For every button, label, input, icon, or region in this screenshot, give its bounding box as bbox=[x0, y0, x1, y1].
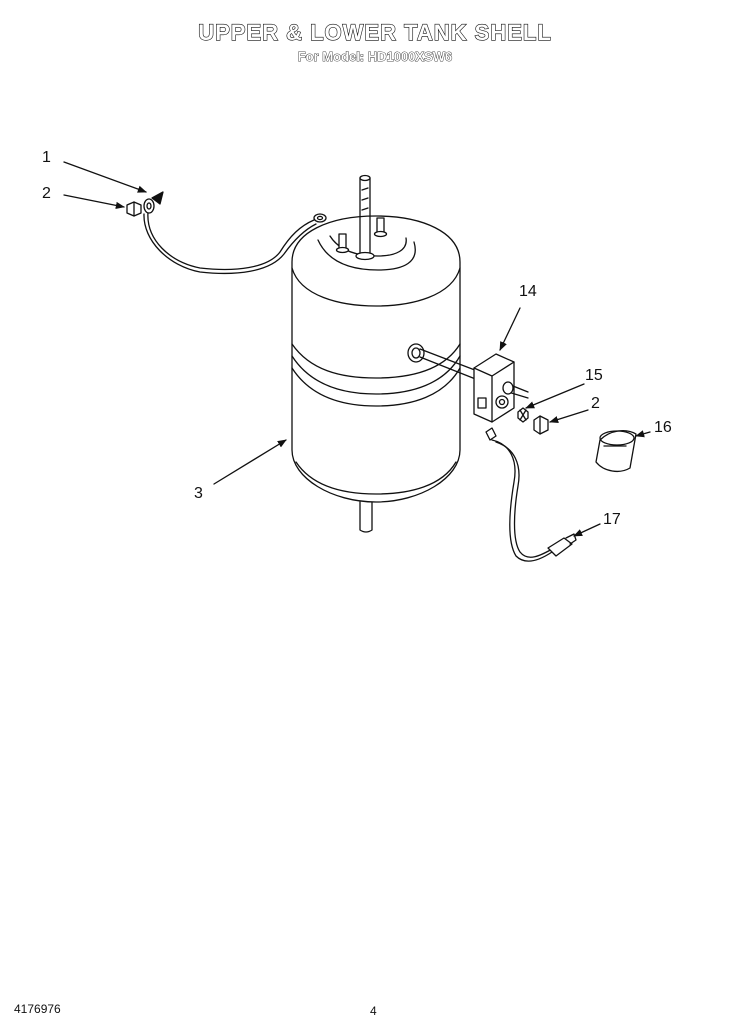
top-fittings bbox=[335, 217, 388, 254]
callout-15: 15 bbox=[585, 367, 603, 384]
callout-2-left: 2 bbox=[42, 185, 51, 202]
washer-and-nut bbox=[517, 407, 549, 435]
callout-14: 14 bbox=[519, 283, 537, 300]
callout-leaders bbox=[63, 161, 651, 537]
sensor-wire bbox=[485, 427, 577, 562]
callout-2-right: 2 bbox=[591, 395, 600, 412]
model-subtitle: For Model: HD1000XSW6 bbox=[297, 49, 453, 65]
thermostat-bracket bbox=[473, 353, 529, 423]
page-number: 4 bbox=[370, 1004, 377, 1018]
diagram-title: UPPER & LOWER TANK SHELL bbox=[198, 19, 552, 45]
callout-3: 3 bbox=[194, 485, 203, 502]
ground-wire bbox=[126, 198, 327, 275]
element-fitting bbox=[407, 343, 481, 381]
callout-17: 17 bbox=[603, 511, 621, 528]
callout-1: 1 bbox=[42, 149, 51, 166]
anode-rod bbox=[355, 174, 375, 261]
callout-16: 16 bbox=[654, 419, 672, 436]
part-number: 4176976 bbox=[14, 1002, 61, 1016]
tank-shell bbox=[291, 215, 461, 533]
knob-cap bbox=[595, 429, 637, 473]
